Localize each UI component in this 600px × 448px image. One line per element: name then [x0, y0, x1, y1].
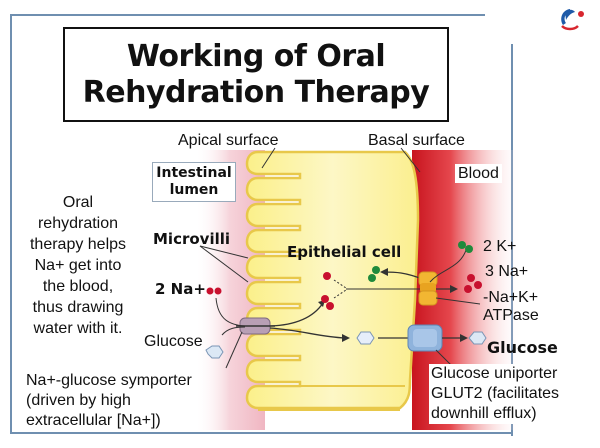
apical-surface-label: Apical surface: [178, 132, 279, 149]
two-k-label: 2 K+: [483, 238, 517, 255]
blood-label: Blood: [455, 164, 502, 183]
glucose-molecule: [205, 345, 224, 359]
glucose-lumen-label: Glucose: [144, 333, 203, 350]
glucose-blood-label: Glucose: [487, 338, 558, 357]
title-line-2: Rehydration Therapy: [82, 74, 430, 110]
intestinal-lumen-label: Intestinal lumen: [152, 162, 236, 202]
three-na-label: 3 Na+: [485, 263, 529, 280]
brand-logo-icon: [561, 9, 584, 31]
frame-top-border: [10, 14, 485, 16]
microvilli-label: Microvilli: [153, 230, 231, 248]
epithelial-cell-shape: [245, 150, 420, 410]
frame-left-border: [10, 14, 12, 434]
ort-description: Oral rehydration therapy helps Na+ get i…: [29, 194, 127, 337]
na-k-atpase-pump: [418, 271, 438, 306]
symporter-label: Na+-glucose symporter (driven by high ex…: [26, 372, 192, 429]
title-line-1: Working of Oral: [126, 38, 386, 74]
glucose-molecule: [356, 331, 375, 345]
glucose-molecule: [468, 331, 487, 345]
sodium-ion: [214, 287, 222, 295]
basal-surface-label: Basal surface: [368, 132, 465, 149]
na-k-atpase-label: -Na+K+ ATPase: [483, 289, 539, 324]
glut2-label: Glucose uniporter GLUT2 (facilitates dow…: [429, 364, 562, 424]
frame-bottom-border: [10, 432, 513, 434]
two-na-label: 2 Na+: [155, 280, 206, 298]
sodium-ion: [206, 287, 214, 295]
title-box: Working of Oral Rehydration Therapy: [63, 27, 449, 122]
epithelial-cell-label: Epithelial cell: [287, 243, 402, 261]
glut2-uniporter: [407, 324, 443, 352]
